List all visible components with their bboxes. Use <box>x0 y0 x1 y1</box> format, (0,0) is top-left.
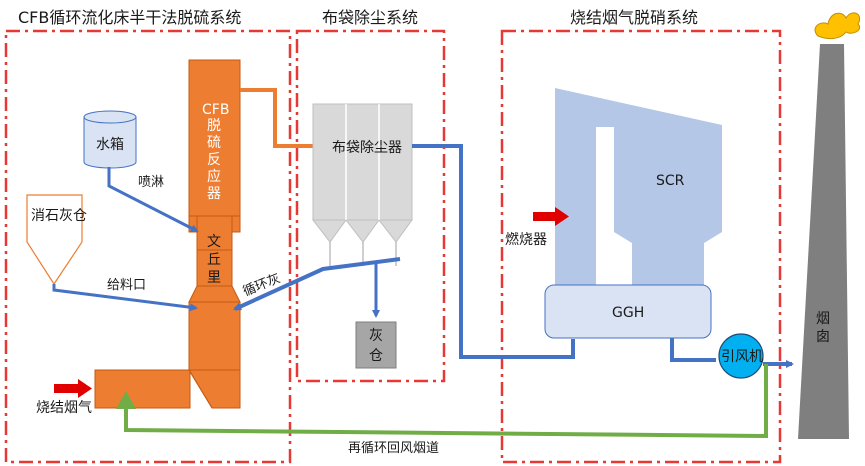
feed-line <box>52 284 198 312</box>
cfb-section-border <box>4 29 292 464</box>
bag-section-border <box>295 29 446 383</box>
venturi-label-0: 文 <box>207 234 221 250</box>
water-tank-label: 水箱 <box>96 137 124 153</box>
flue-gas-in-label: 烧结烟气 <box>36 400 92 416</box>
reactor-label-0: CFB <box>202 102 229 118</box>
reactor-label-2: 硫 <box>207 135 221 151</box>
lime-silo-label: 消石灰仓 <box>31 208 87 224</box>
bag-section-title: 布袋除尘系统 <box>322 8 418 27</box>
spray-line <box>107 167 199 233</box>
fan-label: 引风机 <box>721 349 763 365</box>
feed-port-label: 给料口 <box>107 278 146 293</box>
recycle-ash-line <box>233 257 401 311</box>
bag-to-ggh-duct <box>412 144 575 359</box>
reactor-inlet-diag <box>188 369 213 409</box>
scr-section-title: 烧结烟气脱硝系统 <box>570 8 698 27</box>
recirc-duct-label: 再循环回风烟道 <box>348 441 439 456</box>
venturi-label-2: 里 <box>207 270 221 286</box>
bag-filter <box>311 103 413 243</box>
cfb-reactor <box>94 59 241 409</box>
ggh-to-fan-duct <box>670 338 716 362</box>
lime-silo <box>26 194 83 286</box>
reactor-label-3: 反 <box>207 152 221 168</box>
reactor-to-bag-duct <box>240 88 315 148</box>
recirc-duct <box>124 364 768 439</box>
venturi-label-1: 丘 <box>207 252 221 268</box>
recirc-arrow-head <box>116 391 136 409</box>
ash-silo-label-1: 仓 <box>369 348 383 364</box>
flue-gas-inlet-arrow <box>54 379 92 398</box>
ash-silo <box>355 321 397 369</box>
spray-label: 喷淋 <box>138 175 164 190</box>
reactor-label-5: 器 <box>207 186 221 202</box>
chimney-label-0: 烟 <box>816 311 830 327</box>
burner-label: 燃烧器 <box>505 231 547 248</box>
ash-silo-label-0: 灰 <box>369 328 383 344</box>
burner-arrow <box>533 207 569 226</box>
flame-icon <box>814 12 860 40</box>
ggh-unit <box>544 284 712 339</box>
scr-section-border <box>500 29 782 464</box>
scr-label: SCR <box>656 173 685 189</box>
bag-filter-label: 布袋除尘器 <box>332 140 402 156</box>
induced-draft-fan <box>718 333 764 379</box>
chimney-label-1: 囱 <box>816 329 830 345</box>
reactor-label-1: 脱 <box>207 118 221 134</box>
reactor-label-4: 应 <box>207 168 221 185</box>
water-tank <box>83 110 137 169</box>
cfb-section-title: CFB循环流化床半干法脱硫系统 <box>18 8 241 27</box>
scr-unit <box>555 88 722 290</box>
chimney <box>798 44 849 439</box>
ggh-label: GGH <box>612 305 644 321</box>
